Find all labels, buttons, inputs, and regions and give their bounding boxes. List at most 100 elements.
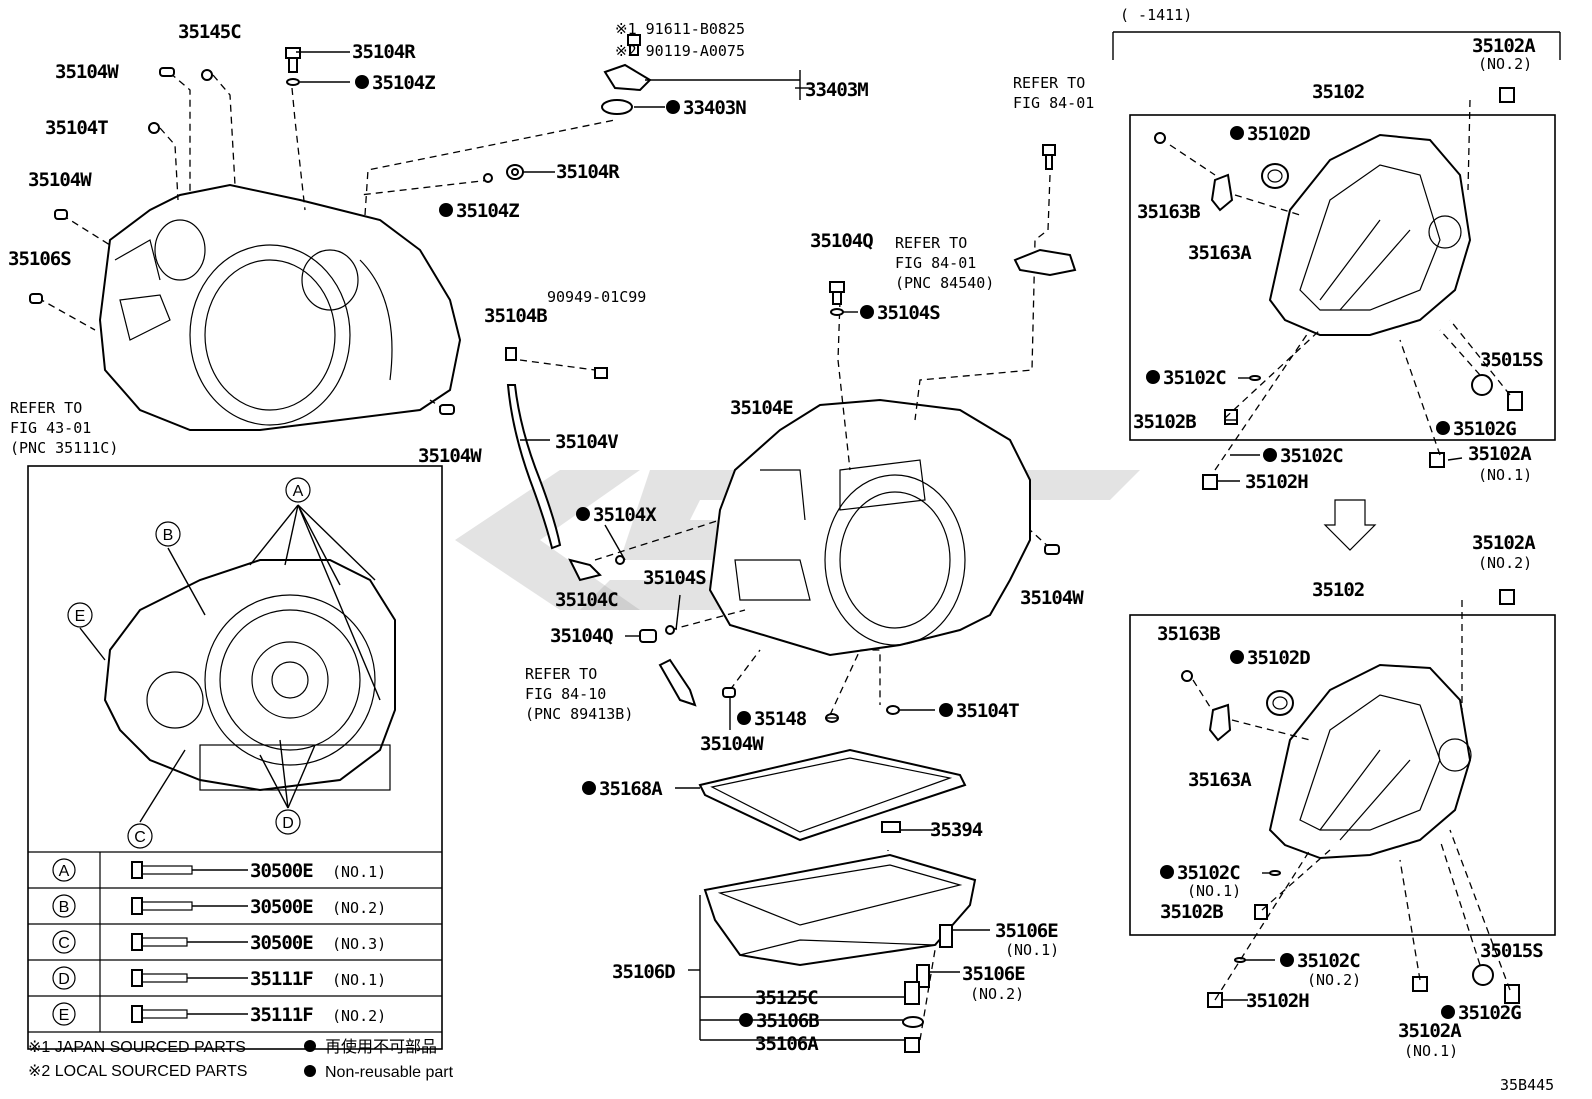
- bolt-row-note: (NO.2): [332, 899, 386, 917]
- small-parts-top-left: [29, 34, 652, 415]
- bolt-row-d: D 35111F (NO.1): [52, 966, 386, 990]
- bolt-row-e: E 35111F (NO.2): [52, 1002, 386, 1026]
- label-35104z: 35104Z: [456, 200, 519, 222]
- bolt-row-part: 30500E: [250, 932, 313, 954]
- nonreuse-dot-icon: [737, 711, 751, 725]
- bolt-row-letter: E: [59, 1007, 70, 1024]
- nonreuse-dot-icon: [1230, 126, 1244, 140]
- ref-84-01-b-line1: REFER TO: [895, 234, 967, 252]
- nonreuse-dot-icon: [1230, 650, 1244, 664]
- label-35102a-note: (NO.2): [1478, 55, 1532, 73]
- bolt-row-note: (NO.1): [332, 863, 386, 881]
- bolt-row-note: (NO.3): [332, 935, 386, 953]
- range-bracket: ( -1411): [1112, 6, 1561, 60]
- label-35163a: 35163A: [1188, 769, 1252, 791]
- label-35102a-note: (NO.1): [1478, 466, 1532, 484]
- nonreuse-dot-icon: [355, 75, 369, 89]
- bolt-row-a: A 30500E (NO.1): [52, 858, 386, 882]
- nonreuse-dot-icon: [1436, 421, 1450, 435]
- label-35104b: 35104B: [484, 305, 547, 327]
- transaxle-housing-left: [98, 183, 462, 431]
- label-35102h: 35102H: [1245, 471, 1308, 493]
- label-35102a-note: (NO.1): [1404, 1042, 1458, 1060]
- legend: ※1 JAPAN SOURCED PARTS ※2 LOCAL SOURCED …: [28, 1038, 454, 1081]
- label-35163a: 35163A: [1188, 242, 1252, 264]
- inset-callout-lines: [79, 504, 381, 823]
- label-35104q: 35104Q: [810, 230, 873, 252]
- label-35104e: 35104E: [730, 397, 793, 419]
- label-35102h: 35102H: [1246, 990, 1309, 1012]
- label-35125c: 35125C: [755, 987, 818, 1009]
- label-35102a: 35102A: [1398, 1020, 1462, 1042]
- nonreuse-dot-icon: [666, 100, 680, 114]
- label-35104z: 35104Z: [372, 72, 435, 94]
- label-35102: 35102: [1312, 81, 1364, 103]
- callout-b-label: B: [163, 527, 174, 544]
- small-parts-center: [505, 144, 1077, 723]
- ref-84-10-line1: REFER TO: [525, 665, 597, 683]
- label-35104w: 35104W: [418, 445, 482, 467]
- label-35106s: 35106S: [8, 248, 71, 270]
- label-35104c: 35104C: [555, 589, 618, 611]
- bolt-row-part: 30500E: [250, 896, 313, 918]
- ref-84-01-b-line2: FIG 84-01: [895, 254, 976, 272]
- bolt-row-note: (NO.2): [332, 1007, 386, 1025]
- ref-43-01-line1: REFER TO: [10, 399, 82, 417]
- bolt-row-part: 30500E: [250, 860, 313, 882]
- label-35102a: 35102A: [1472, 35, 1536, 57]
- label-35394: 35394: [930, 819, 983, 841]
- label-35104q: 35104Q: [550, 625, 613, 647]
- nonreuse-dot-icon: [304, 1065, 316, 1077]
- label-35168a: 35168A: [599, 778, 663, 800]
- nonreuse-dot-icon: [582, 781, 596, 795]
- label-33403n: 33403N: [683, 97, 746, 119]
- label-35104w: 35104W: [55, 61, 119, 83]
- label-35106b: 35106B: [756, 1010, 819, 1032]
- label-35102d: 35102D: [1247, 647, 1310, 669]
- nonreuse-dot-icon: [860, 305, 874, 319]
- label-35102c: 35102C: [1163, 367, 1226, 389]
- diagram-code: 35B445: [1500, 1076, 1554, 1094]
- label-35102a: 35102A: [1472, 532, 1536, 554]
- bolt-row-letter: D: [58, 971, 70, 988]
- bolt-row-letter: C: [58, 935, 70, 952]
- label-35102c: 35102C: [1177, 862, 1240, 884]
- nonreuse-dot-icon: [1280, 953, 1294, 967]
- bolt-row-b: B 30500E (NO.2): [52, 894, 386, 918]
- label-35104s: 35104S: [643, 567, 706, 589]
- ref-43-01-line2: FIG 43-01: [10, 419, 91, 437]
- label-35163b: 35163B: [1157, 623, 1220, 645]
- nonreuse-dot-icon: [939, 703, 953, 717]
- ref-43-01-line3: (PNC 35111C): [10, 439, 118, 457]
- label-35104s: 35104S: [877, 302, 940, 324]
- legend-note-2: ※2 LOCAL SOURCED PARTS: [28, 1063, 247, 1080]
- label-35106a: 35106A: [755, 1033, 819, 1055]
- label-35104v: 35104V: [555, 431, 618, 453]
- bolt-row-c: C 30500E (NO.3): [52, 930, 386, 954]
- label-35015s: 35015S: [1480, 349, 1543, 371]
- label-35015s: 35015S: [1480, 940, 1543, 962]
- label-35104w: 35104W: [28, 169, 92, 191]
- nonreuse-dot-icon: [1441, 1005, 1455, 1019]
- label-35106e-note: (NO.2): [970, 985, 1024, 1003]
- label-35102a: 35102A: [1468, 443, 1532, 465]
- bolt-row-letter: A: [59, 863, 70, 880]
- label-35104x: 35104X: [593, 504, 657, 526]
- bolt-row-letter: B: [59, 899, 70, 916]
- callout-d: [275, 809, 301, 835]
- ref-84-01-a-line2: FIG 84-01: [1013, 94, 1094, 112]
- extension-housing-bottom: [1129, 589, 1556, 1008]
- label-35104w: 35104W: [700, 733, 764, 755]
- bolt-row-part: 35111F: [250, 1004, 313, 1026]
- callout-d-label: D: [282, 815, 294, 832]
- ref-84-01-b-line3: (PNC 84540): [895, 274, 994, 292]
- callout-a-label: A: [293, 483, 304, 500]
- label-35102b: 35102B: [1160, 901, 1223, 923]
- label-35145c: 35145C: [178, 21, 241, 43]
- nonreuse-dot-icon: [1146, 370, 1160, 384]
- bolt-location-inset: [27, 465, 443, 1050]
- range-label: ( -1411): [1120, 6, 1192, 24]
- label-35104t: 35104T: [956, 700, 1019, 722]
- label-90119: ※2 90119-A0075: [615, 42, 745, 60]
